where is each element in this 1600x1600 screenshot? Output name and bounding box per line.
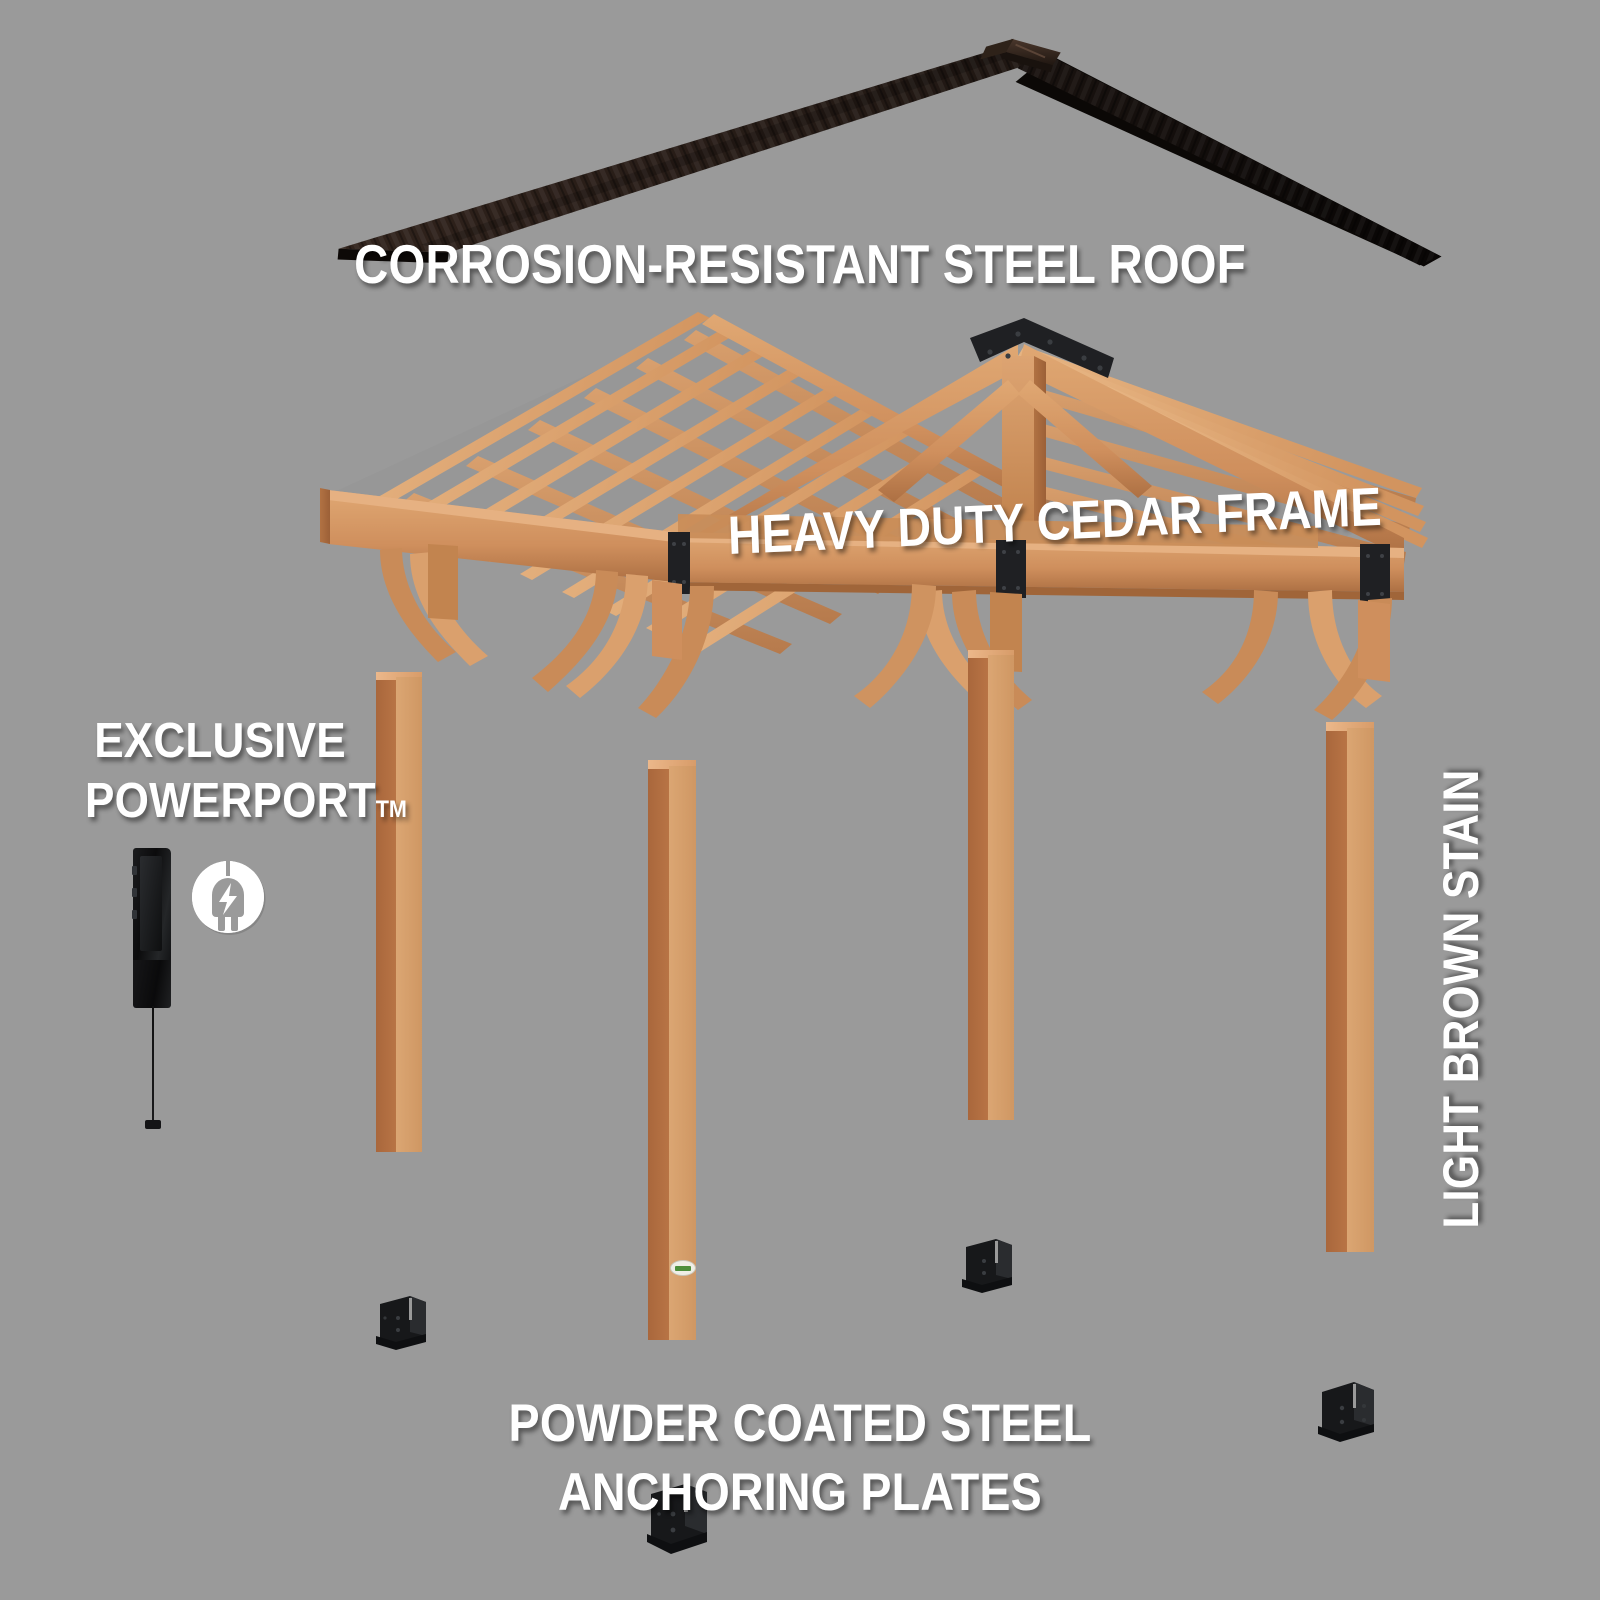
steel-bracket-left	[668, 532, 690, 594]
powerport-unit	[125, 848, 195, 1138]
trademark-mark: TM	[375, 795, 407, 823]
king-post-truss	[878, 356, 1152, 528]
left-side-beam	[320, 488, 674, 582]
hip-rafter-right	[1018, 344, 1404, 558]
cedar-post-3	[968, 650, 1014, 1120]
brand-badge-sticker	[670, 1260, 696, 1276]
cedar-post-1	[376, 672, 422, 1152]
label-anchor-line1: POWDER COATED STEEL	[508, 1394, 1092, 1453]
label-powerport-line2: POWERPORTTM	[85, 772, 407, 832]
roof-panel-left	[337, 42, 1053, 264]
steel-bracket-center	[996, 540, 1026, 598]
cedar-post-2	[648, 760, 696, 1340]
label-powerport-line1: EXCLUSIVE	[94, 714, 346, 768]
label-light-brown-stain: LIGHT BROWN STAIN	[1432, 769, 1489, 1229]
steel-gusset-peak	[970, 318, 1114, 378]
inner-beam	[678, 514, 1318, 548]
anchoring-plate-1	[376, 1296, 426, 1350]
power-plug-end	[145, 1120, 161, 1129]
anchoring-plate-2	[962, 1239, 1012, 1293]
anchoring-plate-4	[647, 1484, 707, 1554]
steel-roof-assembly	[337, 38, 1442, 267]
power-plug-bolt-icon	[192, 860, 266, 935]
anchoring-plate-3	[1318, 1382, 1374, 1442]
label-anchoring-plates: POWDER COATED STEEL ANCHORING PLATES	[440, 1390, 1160, 1528]
label-anchor-line2: ANCHORING PLATES	[558, 1462, 1042, 1522]
power-cord	[152, 1006, 154, 1124]
label-powerport-word: POWERPORT	[85, 773, 376, 828]
cedar-frame-assembly	[320, 312, 1428, 720]
label-powerport: EXCLUSIVE POWERPORTTM	[70, 712, 407, 832]
roof-panel-right	[1015, 49, 1442, 267]
cedar-post-4	[1326, 722, 1374, 1252]
steel-bracket-right	[1360, 544, 1390, 606]
label-steel-roof: CORROSION-RESISTANT STEEL ROOF	[354, 233, 1246, 295]
